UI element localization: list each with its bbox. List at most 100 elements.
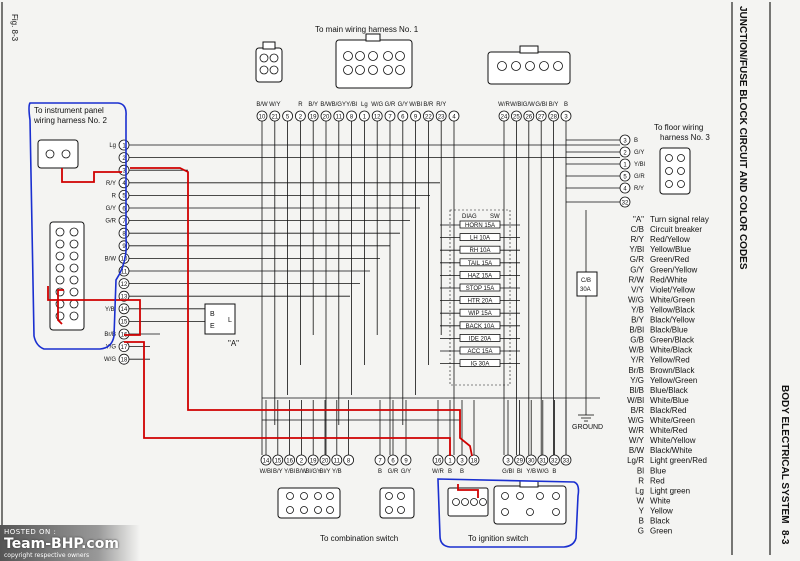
bottom-pin-5-number: 20: [322, 458, 329, 464]
legend-code-1: C/B: [631, 225, 644, 234]
floor-connector: [659, 147, 691, 195]
bottom-pin-16-number: 29: [516, 458, 523, 464]
right-pin-5-number: 32: [622, 200, 629, 206]
legend-desc-5: Green/Yellow: [650, 265, 698, 274]
top-pin-2-number: 5: [286, 114, 290, 120]
fuse-header-1: SW: [490, 214, 500, 220]
top-connector-main: [335, 33, 413, 89]
bottom-wire-color-17: Y/B: [526, 469, 536, 475]
legend-code-14: Y/R: [631, 356, 645, 365]
right-pin-3-number: 5: [623, 174, 627, 180]
right-pin-4-number: 4: [623, 186, 627, 192]
legend-desc-1: Circuit breaker: [650, 225, 702, 234]
bottom-pin-18-number: 31: [539, 458, 546, 464]
instrument-connector-pin: [55, 251, 65, 261]
legend-code-21: W/R: [628, 426, 644, 435]
fuse-body-3: [459, 233, 501, 242]
right-pin-1: 2: [619, 146, 631, 158]
watermark: HOSTED ON : Team-BHP.com copyright respe…: [4, 528, 119, 559]
bottom-pin-12: 1: [444, 454, 456, 466]
top-pin-21: 3: [560, 110, 572, 122]
top-pin-14-number: 23: [438, 114, 445, 120]
legend-desc-12: Green/Black: [650, 336, 695, 345]
right-pin-3: 5: [619, 170, 631, 182]
left-pin-7: 8: [118, 227, 130, 239]
legend-code-7: V/Y: [631, 285, 645, 294]
legend-desc-26: Red: [650, 476, 665, 485]
bottom-pin-18-ring: [537, 454, 549, 466]
bottom-pin-19-number: 32: [551, 458, 558, 464]
left-pin-12-number: 13: [121, 295, 128, 301]
fuse-body-2: [459, 220, 501, 229]
bottom-pin-0: 14: [260, 454, 272, 466]
bottom-pin-14-number: 18: [471, 458, 478, 464]
instrument-connector-pin: [69, 287, 79, 297]
left-pin-4-number: 5: [122, 194, 126, 200]
top-connector-right: [487, 45, 571, 85]
instrument-connector-pin: [69, 251, 79, 261]
relay-label: "A": [228, 339, 239, 348]
bottom-pin-1-ring: [272, 454, 284, 466]
legend-desc-28: White: [650, 496, 671, 505]
left-pin-13: 14: [118, 303, 130, 315]
top-pin-21-number: 3: [564, 114, 568, 120]
top-wire-color-21: B: [564, 102, 568, 108]
legend-desc-4: Green/Red: [650, 255, 689, 264]
top-pin-15-number: 4: [452, 114, 456, 120]
watermark-copyright: copyright respective owners: [4, 552, 90, 559]
bottom-pin-4-ring: [307, 454, 319, 466]
bottom-pin-10: 9: [400, 454, 412, 466]
bottom-wire-color-1: B/Y: [273, 469, 283, 475]
right-pin-4: 4: [619, 182, 631, 194]
bottom-pin-15-number: 3: [506, 458, 510, 464]
bottom-wire-color-3: B/W: [296, 469, 308, 475]
instrument-connector-pin: [55, 263, 65, 273]
combination-switch-pin-2: [314, 492, 322, 500]
top-wire-color-8: Lg: [361, 102, 368, 108]
highlighted-wires-red: [47, 167, 479, 498]
top-wire-color-11: G/Y: [398, 102, 408, 108]
left-wire-color-0: Lg: [109, 143, 116, 149]
fuse-body-13: [459, 359, 501, 368]
bottom-pin-15: 3: [502, 454, 514, 466]
legend-code-17: Bl/B: [629, 386, 644, 395]
legend-desc-7: Violet/Yellow: [650, 285, 695, 294]
left-pin-16: 17: [118, 341, 130, 353]
bottom-pin-0-ring: [260, 454, 272, 466]
top-pin-16: 24: [498, 110, 510, 122]
right-wire-color-1: G/Y: [634, 150, 644, 156]
bottom-pin-12-number: 1: [448, 458, 452, 464]
legend-desc-31: Green: [650, 527, 672, 536]
bottom-pin-6: 11: [331, 454, 343, 466]
svg-text:30A: 30A: [580, 287, 591, 293]
bottom-pin-20-number: 33: [563, 458, 570, 464]
legend-code-8: W/G: [628, 295, 644, 304]
legend-code-18: W/Bl: [627, 396, 644, 405]
top-wire-color-9: W/G: [371, 102, 383, 108]
page-number: 8-3: [779, 530, 790, 545]
bottom-wire-color-5: Bl/Y: [319, 469, 330, 475]
fuse-body-9: [459, 308, 501, 317]
combination-switch-pin-1: [300, 492, 308, 500]
watermark-brand: Team-BHP.com: [4, 536, 119, 552]
fuse-label-4: RH 10A: [469, 248, 490, 254]
legend-desc-25: Blue: [650, 466, 667, 475]
top-pin-16-number: 24: [501, 114, 508, 120]
left-pin-3: 4: [118, 177, 130, 189]
combination-switch-pin-6: [314, 506, 322, 514]
legend-code-5: G/Y: [630, 265, 644, 274]
bottom-pin-20: 33: [560, 454, 572, 466]
bottom-pin-19: 32: [549, 454, 560, 466]
legend-desc-24: Light green/Red: [650, 456, 707, 465]
combination-switch-pin-5: [300, 506, 308, 514]
left-pin-17-number: 18: [121, 358, 128, 364]
legend-desc-3: Yellow/Blue: [650, 245, 692, 254]
left-pin-4: 5: [118, 189, 130, 201]
legend-code-12: G/B: [630, 336, 644, 345]
left-pin-11: 12: [118, 278, 130, 290]
instrument-connector-pin: [69, 227, 79, 237]
watermark-background: [0, 525, 140, 561]
